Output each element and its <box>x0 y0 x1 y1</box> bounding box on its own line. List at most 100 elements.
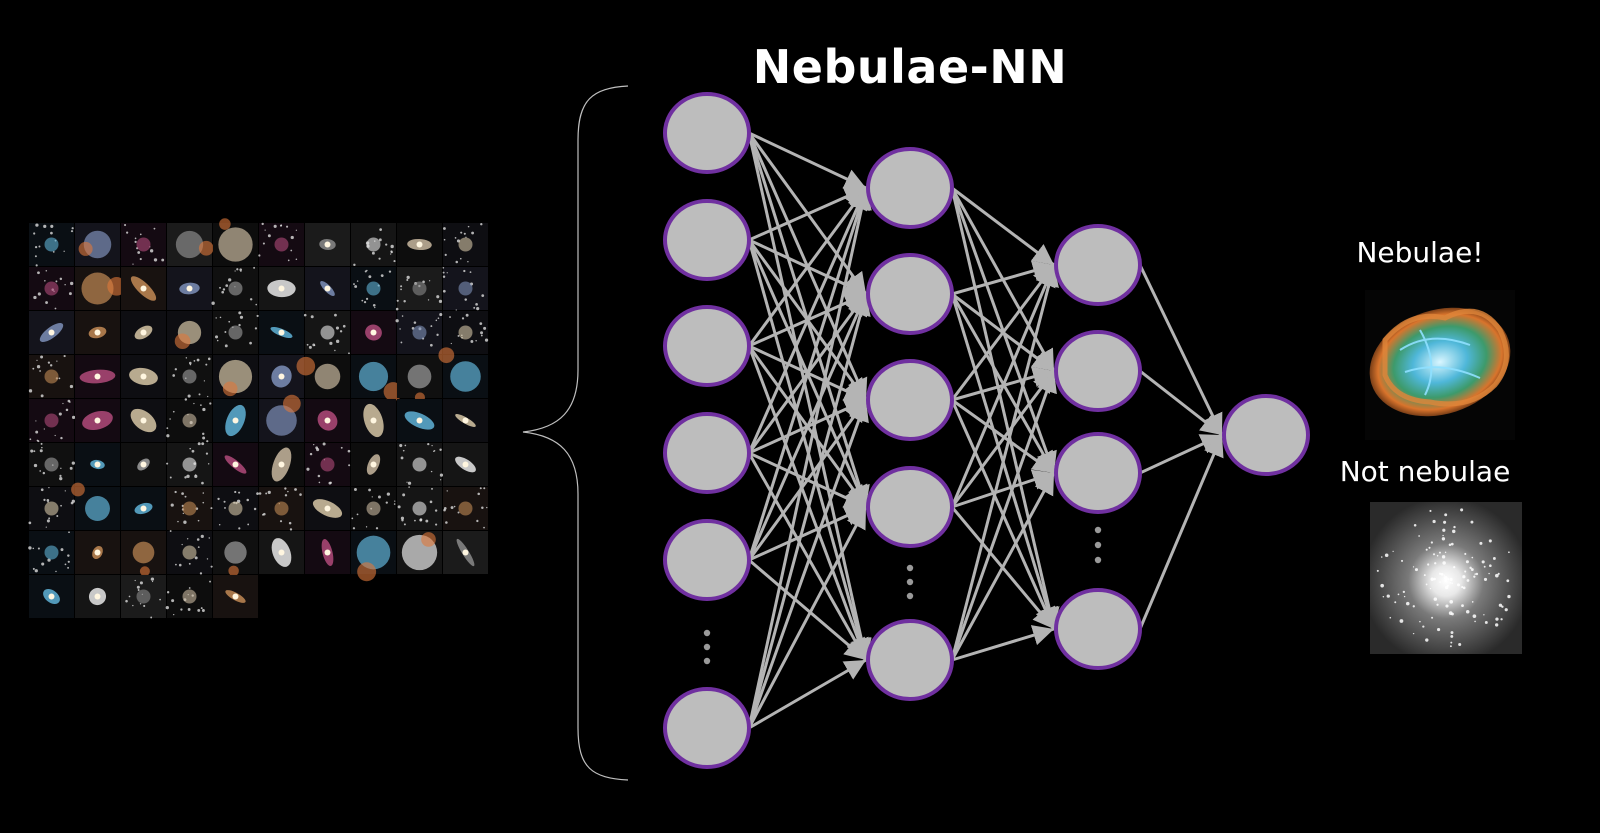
ellipsis-dot <box>703 643 711 651</box>
galaxy-thumbnail <box>213 487 259 530</box>
connection-arrow <box>747 345 869 661</box>
ellipsis-dot <box>1094 556 1102 564</box>
galaxy-thumbnail <box>213 311 259 354</box>
star-cluster-image <box>1370 502 1522 654</box>
connection-arrow <box>747 239 871 661</box>
galaxy-thumbnail <box>75 531 120 574</box>
galaxy-thumbnail <box>305 531 350 574</box>
connection-arrow <box>747 293 868 561</box>
galaxy-thumbnail <box>305 267 350 310</box>
galaxy-thumbnail <box>213 218 258 266</box>
connection-arrow <box>950 264 1059 661</box>
connection-arrow <box>951 186 1055 267</box>
connection-arrow <box>950 370 1057 661</box>
galaxy-thumbnail <box>211 266 258 310</box>
ellipsis-dot <box>703 657 711 665</box>
galaxy-thumbnail <box>443 487 488 530</box>
neuron-node-layer-2 <box>866 359 954 441</box>
galaxy-thumbnail <box>28 486 75 530</box>
galaxy-thumbnail <box>121 267 166 310</box>
ellipsis-dot <box>906 564 914 572</box>
galaxy-thumbnail <box>166 398 212 443</box>
galaxy-thumbnail <box>213 355 258 398</box>
connection-arrow <box>747 506 868 729</box>
galaxy-thumbnail <box>121 399 166 442</box>
galaxy-thumbnail <box>258 487 304 531</box>
ellipsis-dot <box>1094 526 1102 534</box>
neuron-node-layer-1 <box>663 412 751 494</box>
galaxy-thumbnail <box>167 487 213 530</box>
neuron-node-layer-1 <box>663 687 751 769</box>
galaxy-thumbnail <box>351 223 396 267</box>
galaxy-thumbnail <box>351 267 396 310</box>
galaxy-thumbnail <box>259 267 304 310</box>
neuron-node-layer-3 <box>1054 330 1142 412</box>
ellipsis-dot <box>703 629 711 637</box>
diagram-title: Nebulae-NN <box>752 40 1068 94</box>
galaxy-thumbnail <box>166 442 212 486</box>
connection-arrow <box>951 625 1055 662</box>
galaxy-thumbnail <box>351 311 396 354</box>
connection-arrow <box>748 131 867 190</box>
galaxy-thumbnail <box>213 399 258 442</box>
galaxy-thumbnail <box>351 355 403 402</box>
galaxy-thumbnail <box>351 443 396 486</box>
galaxy-thumbnail <box>75 223 120 266</box>
galaxy-thumbnail <box>213 531 258 577</box>
galaxy-thumbnail <box>121 443 166 486</box>
connection-arrow <box>1138 264 1224 436</box>
galaxy-thumbnail <box>443 443 488 486</box>
ellipsis-dot <box>1094 541 1102 549</box>
ellipsis-dot <box>906 578 914 586</box>
galaxy-thumbnail <box>305 487 350 530</box>
connection-arrow <box>747 187 868 347</box>
connection-arrow <box>1139 369 1223 437</box>
connection-arrow <box>748 505 867 562</box>
galaxy-thumbnail <box>75 443 120 486</box>
network-edges <box>747 131 1224 730</box>
connection-arrow <box>950 264 1056 508</box>
galaxy-thumbnail <box>121 487 166 530</box>
connection-arrow <box>1138 434 1224 630</box>
galaxy-thumbnail <box>29 223 74 267</box>
neuron-node-layer-1 <box>663 519 751 601</box>
galaxy-thumbnail <box>305 442 351 486</box>
galaxy-thumbnail <box>397 486 442 530</box>
neuron-node-layer-1 <box>663 305 751 387</box>
galaxy-thumbnail <box>213 575 258 618</box>
galaxy-thumbnail <box>167 355 212 398</box>
connection-arrow <box>748 558 867 662</box>
connection-arrow <box>951 398 1055 475</box>
galaxy-thumbnail <box>121 531 166 577</box>
connection-arrow <box>747 187 870 561</box>
neuron-node-layer-3 <box>1054 588 1142 670</box>
galaxy-thumbnail <box>75 311 120 354</box>
galaxy-thumbnail <box>259 394 304 442</box>
neuron-node-layer-2 <box>866 253 954 335</box>
galaxy-thumbnail <box>397 223 442 266</box>
galaxy-thumbnail <box>28 531 74 574</box>
connection-arrow <box>747 452 868 661</box>
network-nodes <box>663 92 1310 769</box>
galaxy-thumbnail <box>305 399 350 442</box>
galaxy-thumbnail <box>351 487 396 530</box>
input-image-mosaic <box>28 218 489 619</box>
galaxy-thumbnail <box>167 530 213 575</box>
galaxy-thumbnail <box>29 311 74 354</box>
galaxy-thumbnail <box>443 311 489 354</box>
galaxy-thumbnail <box>121 311 166 354</box>
galaxy-thumbnail <box>443 223 488 266</box>
galaxy-thumbnail <box>351 531 396 582</box>
ellipsis-dots <box>703 526 1102 665</box>
input-brace <box>522 85 629 781</box>
connection-arrow <box>951 260 1055 296</box>
neuron-node-layer-1 <box>663 199 751 281</box>
neuron-node-layer-2 <box>866 619 954 701</box>
galaxy-thumbnail <box>213 443 258 486</box>
galaxy-thumbnail <box>258 222 304 266</box>
galaxy-thumbnail <box>121 355 166 398</box>
galaxy-thumbnail <box>303 311 350 355</box>
connection-arrow <box>747 187 872 729</box>
connection-arrow <box>747 293 871 729</box>
